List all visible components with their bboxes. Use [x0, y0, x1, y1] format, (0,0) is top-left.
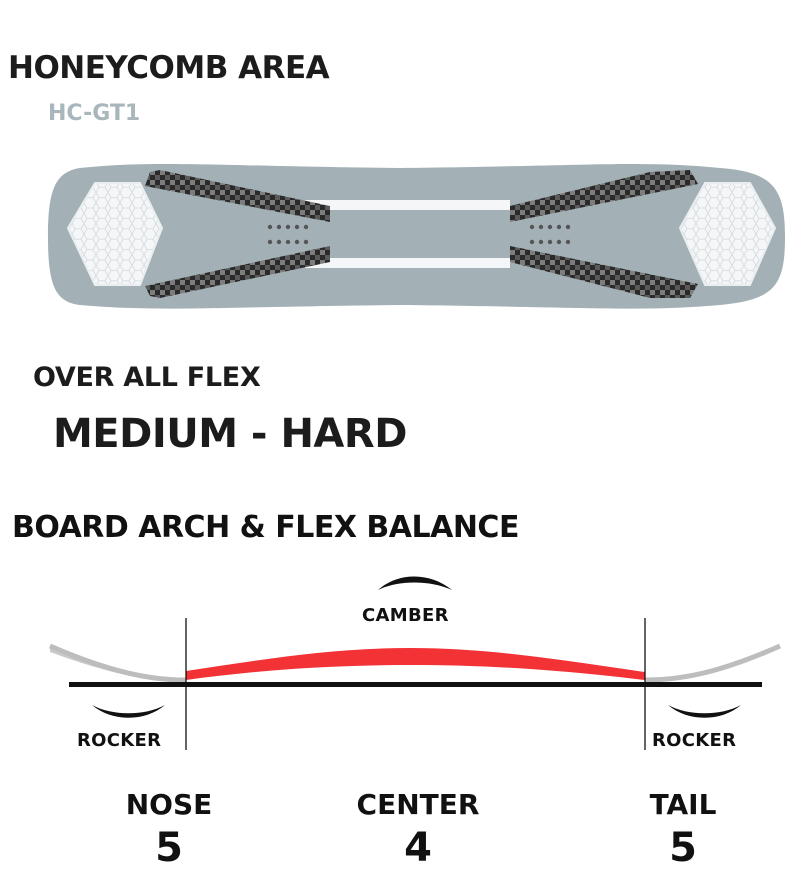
- ground-baseline: [69, 682, 762, 687]
- center-channel-top: [305, 200, 510, 210]
- rocker-arc-icon-right: [668, 705, 741, 718]
- honeycomb-nose: [66, 182, 164, 286]
- carbon-stringer-nose-top: [145, 170, 330, 222]
- flex-value: MEDIUM - HARD: [53, 411, 407, 457]
- rocker-arc-icon-left: [92, 705, 165, 718]
- model-code: HC-GT1: [48, 101, 141, 126]
- center-channel-bottom: [305, 258, 510, 268]
- camber-arc-icon: [378, 576, 452, 590]
- flex-label: OVER ALL FLEX: [33, 362, 261, 393]
- zone-nose-value: 5: [155, 825, 183, 871]
- arch-title: BOARD ARCH & FLEX BALANCE: [12, 510, 519, 545]
- carbon-stringer-tail-top: [510, 170, 698, 222]
- honeycomb-title: HONEYCOMB AREA: [8, 50, 330, 86]
- carbon-stringer-tail-bottom: [510, 246, 698, 298]
- zone-center-name: CENTER: [356, 788, 480, 821]
- zone-center-value: 4: [404, 825, 432, 871]
- camber-label: CAMBER: [362, 605, 449, 626]
- zone-tail-value: 5: [669, 825, 697, 871]
- rocker-tail-profile: [644, 643, 782, 683]
- honeycomb-tail: [678, 182, 777, 286]
- camber-profile: [186, 648, 645, 680]
- rocker-label-left: ROCKER: [77, 730, 162, 751]
- zone-tail-name: TAIL: [649, 788, 717, 821]
- inserts-left: [267, 224, 309, 245]
- rocker-label-right: ROCKER: [652, 730, 737, 751]
- inserts-right: [529, 224, 571, 245]
- zone-nose-name: NOSE: [125, 788, 213, 821]
- carbon-stringer-nose-bottom: [145, 246, 330, 298]
